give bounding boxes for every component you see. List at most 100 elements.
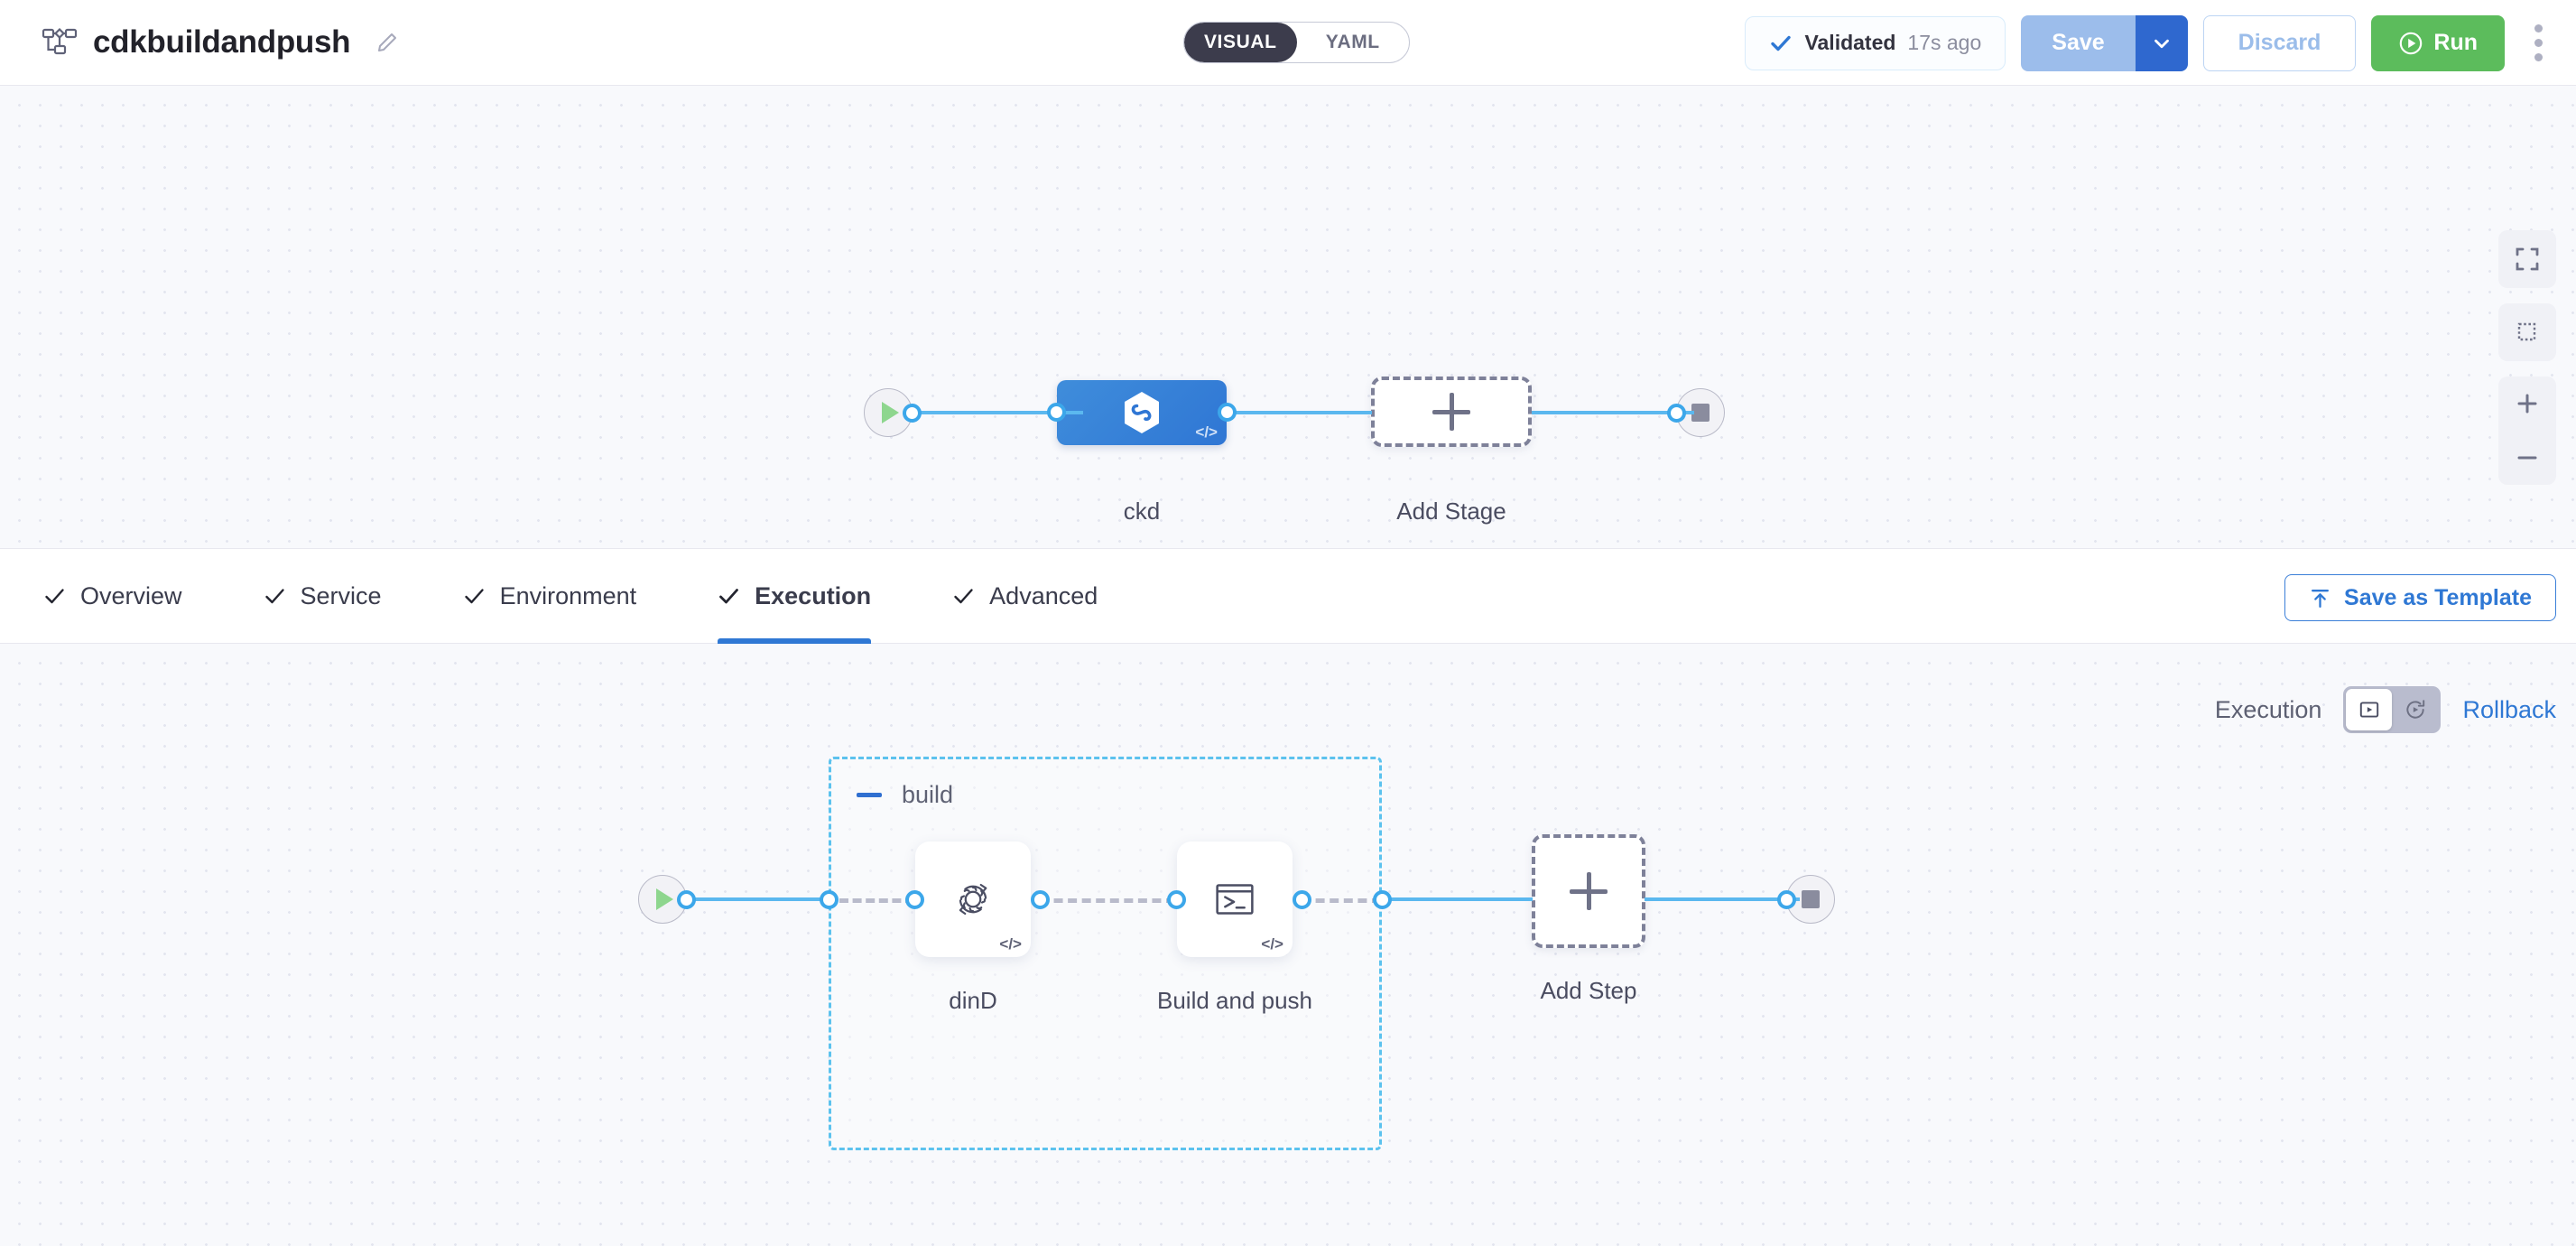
exec-end-input-port[interactable] [1777,890,1796,909]
group-input-port[interactable] [820,890,839,909]
dind-input-port[interactable] [905,890,924,909]
header-actions: Validated 17s ago Save Discard [1745,0,2556,86]
step-label-build-and-push: Build and push [1156,987,1313,1014]
stage-config-tabbar: Overview Service Environment Execution [0,549,2576,644]
header-left: cdkbuildandpush [0,24,399,60]
harness-hexagon-icon [1125,392,1159,433]
add-stage-node[interactable]: Add Stage [1371,377,1532,525]
ckd-output-port[interactable] [1218,403,1237,422]
step-code-badge: </> [999,935,1022,953]
check-icon [463,585,486,608]
buildpush-input-port[interactable] [1167,890,1186,909]
save-button[interactable]: Save [2021,14,2136,71]
edge-addstage-to-end [1532,411,1694,414]
edge-start-to-ckd [912,411,1083,414]
save-dropdown-button[interactable] [2135,14,2188,71]
tab-label: Advanced [989,581,1098,609]
validated-label: Validated [1804,31,1896,54]
check-icon [1769,32,1793,55]
stage-label-ckd: ckd [1123,497,1161,525]
zoom-in-button[interactable] [2498,377,2556,431]
add-step-label: Add Step [1540,977,1637,1004]
discard-button[interactable]: Discard [2202,14,2357,71]
ckd-input-port[interactable] [1047,403,1066,422]
rollback-toggle-option[interactable] [2392,689,2438,730]
stage-node-ckd[interactable]: </> ckd [1047,380,1237,525]
edge-addstep-to-end [1645,897,1800,901]
execution-rollback-toggle[interactable] [2343,686,2442,733]
kebab-menu-icon[interactable] [2520,24,2556,61]
check-icon [264,585,286,608]
check-icon [718,585,740,608]
buildpush-output-port[interactable] [1293,890,1311,909]
group-label: build [902,781,954,808]
tab-label: Environment [499,581,637,609]
minus-icon[interactable] [857,793,882,797]
step-node-dind[interactable]: </> dinD [915,842,1031,1014]
tab-service[interactable]: Service [264,549,423,644]
execution-canvas[interactable]: build [0,644,2576,1246]
pipeline-start-node[interactable] [864,388,922,437]
view-mode-toggle[interactable]: VISUAL YAML [1183,22,1410,63]
tab-label: Service [300,581,382,609]
play-circle-icon [2398,31,2423,56]
save-as-template-button[interactable]: Save as Template [2284,574,2556,621]
tab-list: Overview Service Environment Execution [0,549,1179,644]
validated-time: 17s ago [1907,31,1982,54]
edge-group-to-dind [839,898,914,903]
execution-rollback-toggle-row: Execution Rol [2215,686,2556,733]
tab-visual[interactable]: VISUAL [1184,23,1297,62]
execution-end-node[interactable] [1777,875,1835,924]
step-group-build[interactable]: build [829,757,1382,1150]
tab-overview[interactable]: Overview [43,549,224,644]
marquee-select-icon[interactable] [2498,303,2556,361]
stage-canvas[interactable]: </> ckd Add Stage [0,86,2576,549]
step-code-badge: </> [1261,935,1283,953]
terminal-icon [1216,884,1254,915]
page-title: cdkbuildandpush [93,24,351,60]
zoom-out-button[interactable] [2498,431,2556,485]
edge-start-to-group [688,897,832,901]
save-as-template-label: Save as Template [2344,584,2532,610]
run-label: Run [2433,30,2478,55]
save-button-group: Save [2021,14,2188,71]
tab-yaml[interactable]: YAML [1325,32,1380,52]
group-output-port[interactable] [1373,890,1392,909]
check-icon [952,585,975,608]
edge-buildpush-to-groupout [1302,898,1381,903]
execution-toggle-option[interactable] [2346,689,2393,730]
rollback-label[interactable]: Rollback [2462,695,2556,723]
canvas-controls-top [2498,230,2556,485]
zoom-controls [2498,377,2556,485]
run-button[interactable]: Run [2371,14,2505,71]
edge-group-to-addstep [1379,897,1533,901]
status-badge: Validated 17s ago [1745,15,2006,70]
end-input-port[interactable] [1667,404,1686,423]
play-box-icon [2358,698,2381,721]
step-label-dind: dinD [949,987,997,1014]
pipeline-icon [42,24,78,60]
dind-output-port[interactable] [1031,890,1050,909]
execution-start-node[interactable] [638,875,696,924]
tab-execution[interactable]: Execution [718,549,913,644]
edge-dind-to-buildpush [1040,898,1175,903]
start-output-port[interactable] [903,404,922,423]
pencil-icon[interactable] [375,31,399,54]
add-stage-label: Add Stage [1396,497,1506,525]
step-node-build-and-push[interactable]: </> Build and push [1157,842,1312,1014]
tab-advanced[interactable]: Advanced [952,549,1139,644]
tab-label: Execution [755,581,872,609]
pipeline-end-node[interactable] [1667,388,1725,437]
gear-refresh-icon [959,883,987,916]
group-header: build [857,781,953,809]
tab-label: Overview [80,581,182,609]
app-header: cdkbuildandpush VISUAL YAML Validated 17… [0,0,2576,86]
upload-icon [2309,587,2331,609]
execution-label: Execution [2214,695,2322,723]
rollback-icon [2404,698,2427,721]
exec-start-output-port[interactable] [677,890,696,909]
tab-environment[interactable]: Environment [463,549,679,644]
add-step-node[interactable]: Add Step [1532,834,1645,1004]
fullscreen-icon[interactable] [2498,230,2556,288]
